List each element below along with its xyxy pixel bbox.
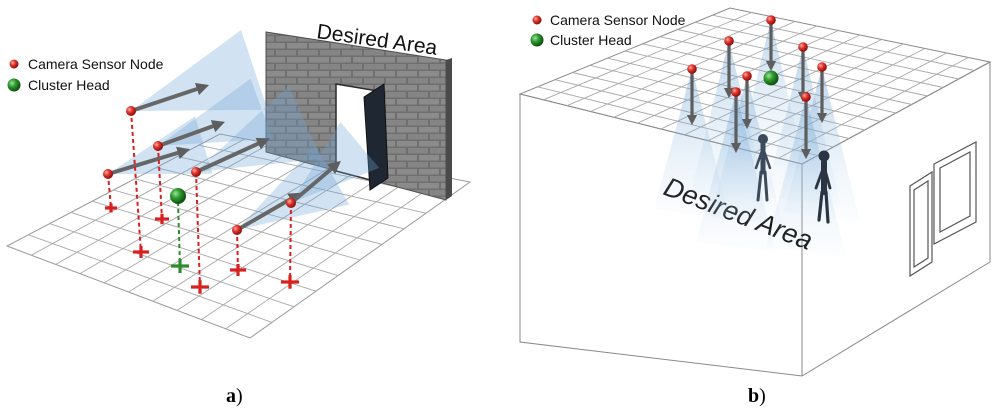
red-sphere-icon — [766, 15, 776, 25]
window-icon — [909, 141, 977, 278]
green-sphere-icon — [7, 78, 21, 92]
red-sphere-icon — [153, 141, 163, 151]
sensor-nodes-a — [103, 106, 296, 235]
green-sphere-icon — [530, 33, 544, 47]
red-sphere-icon — [801, 92, 811, 102]
cross-marker-icon — [191, 280, 209, 294]
red-sphere-icon — [103, 169, 113, 179]
floor-outline-a — [5, 133, 472, 339]
arrow-icon — [289, 160, 341, 205]
arrow-icon — [195, 137, 270, 174]
grid-line — [712, 14, 975, 71]
view-arrows-b — [686, 20, 828, 160]
legend-camera-node-b: Camera Sensor Node — [550, 12, 686, 28]
drop-line — [177, 201, 181, 267]
arrow-icon — [130, 82, 210, 113]
grid-line — [177, 155, 427, 214]
green-sphere-icon — [170, 188, 186, 204]
sensor-nodes-b — [687, 15, 827, 102]
cross-marker-icon — [281, 275, 299, 289]
caption-b: b) — [748, 385, 766, 407]
arrow-icon — [236, 192, 302, 232]
person-icon — [754, 134, 772, 202]
drop-line — [195, 171, 201, 288]
grid-line — [176, 167, 396, 311]
drop-line — [289, 202, 292, 283]
person-icon — [814, 150, 832, 224]
red-sphere-icon — [286, 198, 296, 208]
drop-line — [130, 110, 142, 253]
floor-grid-a — [5, 133, 472, 339]
red-sphere-icon — [817, 62, 827, 72]
fov-cone — [196, 85, 322, 172]
red-sphere-icon — [191, 167, 201, 177]
legend-a: Camera Sensor Node Cluster Head — [7, 56, 164, 93]
fov-cone — [696, 92, 776, 252]
legend-cluster-head-b: Cluster Head — [550, 32, 632, 48]
fov-cone — [766, 97, 846, 257]
grid-line — [694, 21, 959, 80]
arrow-icon — [157, 120, 226, 148]
drop-lines-a — [107, 110, 292, 288]
fov-cone — [237, 145, 350, 230]
red-sphere-icon — [742, 71, 752, 81]
caption-a: a) — [226, 385, 243, 407]
fov-cones-b — [654, 20, 860, 257]
cross-marker-icon — [171, 259, 189, 273]
drop-line — [157, 145, 163, 220]
legend-cluster-head-a: Cluster Head — [28, 77, 110, 93]
red-sphere-icon — [532, 15, 542, 25]
red-sphere-icon — [126, 106, 136, 116]
panel-b: Desired Area Camera Sensor Node Clus — [518, 7, 992, 407]
grid-line — [225, 176, 446, 330]
cross-marker-icon — [133, 246, 149, 258]
cross-markers-a — [105, 203, 299, 294]
red-sphere-icon — [9, 59, 19, 69]
drop-line — [107, 173, 112, 209]
panel-a: Desired Area Camera Sensor Node Cluster … — [5, 20, 472, 407]
cross-marker-icon — [155, 213, 169, 225]
grid-line — [201, 172, 421, 320]
grid-line — [155, 167, 405, 230]
legend-b: Camera Sensor Node Cluster Head — [530, 12, 686, 48]
green-sphere-icon — [763, 70, 779, 86]
red-sphere-icon — [232, 225, 242, 235]
red-sphere-icon — [731, 87, 741, 97]
red-sphere-icon — [687, 64, 697, 74]
fov-cone — [158, 78, 273, 146]
fov-cone — [131, 30, 268, 111]
cross-marker-icon — [230, 264, 246, 276]
red-sphere-icon — [724, 36, 734, 46]
fov-cone — [654, 69, 730, 219]
door-icon — [363, 83, 389, 191]
legend-camera-node-a: Camera Sensor Node — [28, 56, 164, 72]
brick-wall — [265, 31, 452, 201]
red-sphere-icon — [798, 42, 808, 52]
grid-line — [152, 162, 371, 302]
view-arrows-a — [107, 82, 341, 232]
cross-marker-icon — [105, 203, 117, 213]
arrow-icon — [107, 146, 191, 176]
grid-line — [113, 189, 361, 261]
